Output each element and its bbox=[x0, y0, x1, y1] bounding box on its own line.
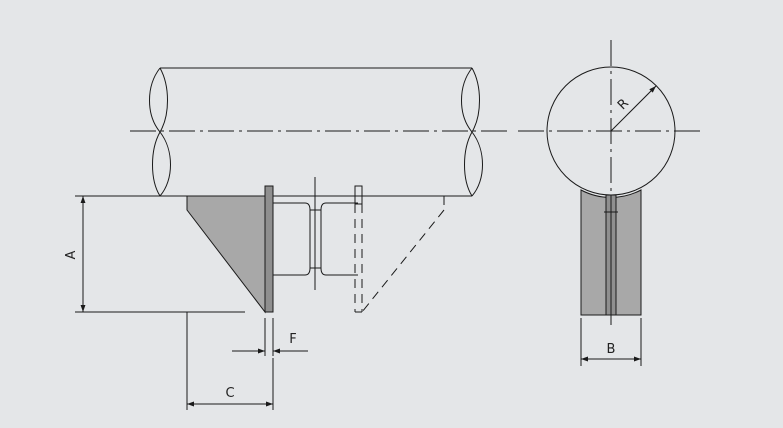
second-plate bbox=[354, 185, 363, 205]
dimension-f-label: F bbox=[289, 332, 296, 347]
radius-r: R bbox=[610, 85, 657, 132]
end-view: R B bbox=[518, 40, 705, 366]
dimension-b: B bbox=[580, 318, 642, 366]
radius-r-label: R bbox=[615, 96, 632, 113]
dimension-a-label: A bbox=[64, 250, 79, 259]
dimension-a: A bbox=[64, 195, 245, 313]
gusset-plate bbox=[186, 195, 266, 314]
hidden-lines bbox=[354, 195, 445, 313]
dimension-c-label: C bbox=[225, 386, 234, 401]
pipe-side bbox=[149, 67, 483, 197]
i-beam bbox=[273, 177, 358, 290]
side-view: A F C bbox=[64, 67, 510, 410]
dimension-b-label: B bbox=[607, 342, 616, 357]
base-plate bbox=[264, 185, 274, 313]
dimension-f: F bbox=[232, 318, 308, 356]
dimension-c: C bbox=[186, 312, 274, 410]
